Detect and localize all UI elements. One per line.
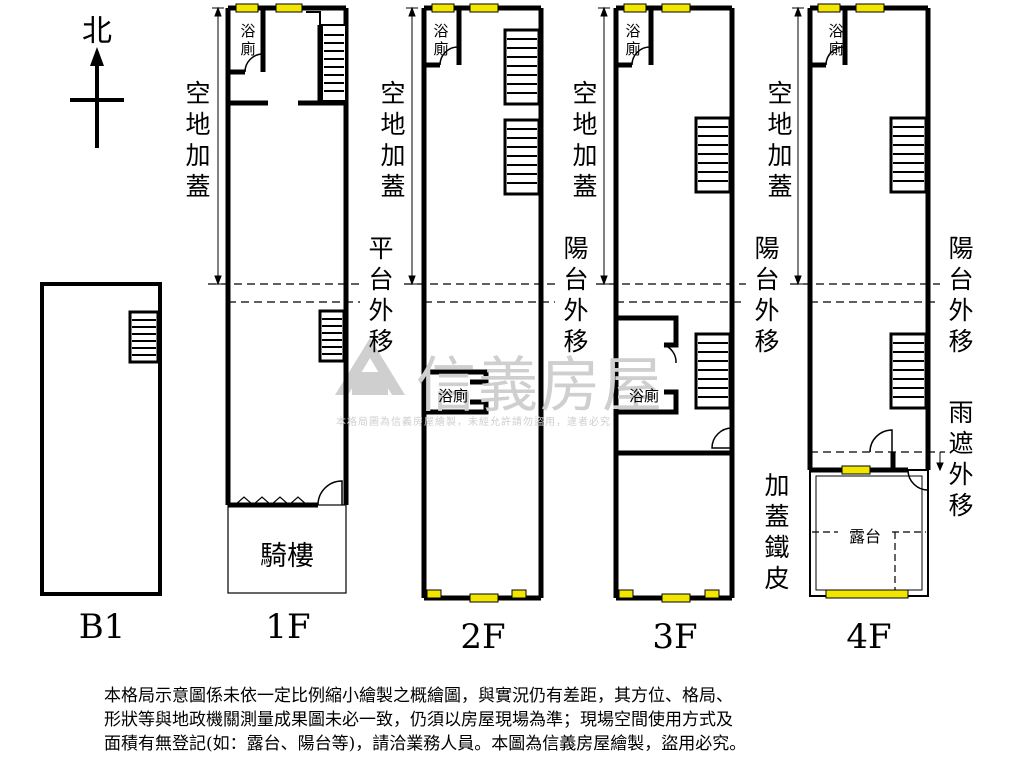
label-4f-terrace: 露台 (840, 523, 890, 547)
label-char: 雨 (948, 398, 974, 427)
label-char: 加 (767, 141, 793, 170)
label-char: 移 (563, 327, 589, 356)
stair-icon (306, 11, 347, 102)
stair-icon (694, 116, 732, 194)
label-char: 加 (185, 141, 211, 170)
label-char: 陽 (948, 234, 974, 263)
label-char: 浴 (240, 22, 256, 40)
label-char: 地 (572, 110, 598, 139)
label-3f-bathroom-middle: 浴廁 (628, 387, 659, 405)
label-char: 鐵 (764, 533, 790, 562)
label-char: 加 (764, 471, 790, 500)
label-char: 皮 (764, 564, 790, 593)
label-1f-empty-lot-addition: 空地加蓋 (183, 78, 213, 202)
stair-icon (318, 309, 346, 363)
stair-icon (503, 28, 541, 106)
label-char: 蓋 (380, 172, 406, 201)
label-char: 浴 (433, 22, 449, 40)
label-char: 蓋 (185, 172, 211, 201)
stair-icon (128, 310, 160, 364)
floor-3f-plan (596, 3, 746, 603)
label-char: 陽 (563, 234, 589, 263)
watermark-notice: 本格局圖為信義房屋繪製，未經允許請勿盜用，違者必究 (336, 417, 611, 428)
stair-icon (503, 118, 541, 196)
window-icon (235, 3, 303, 13)
label-char: 空 (185, 79, 211, 108)
label-char: 地 (767, 110, 793, 139)
label-char: 台 (563, 265, 589, 294)
stair-icon (889, 332, 928, 410)
watermark-logo-icon (335, 338, 405, 395)
label-char: 台 (948, 265, 974, 294)
label-3f-bathroom-rear: 浴廁 (622, 22, 644, 58)
label-char: 加 (380, 141, 406, 170)
label-char: 移 (948, 491, 974, 520)
floor-4f-plan (790, 3, 945, 599)
floor-b1-plan (40, 282, 162, 596)
label-char: 浴 (625, 22, 641, 40)
label-char: 遮 (948, 429, 974, 458)
floor-label-b1: B1 (78, 607, 126, 647)
disclaimer-line: 本格局示意圖係未依一定比例縮小繪製之概繪圖，與實況仍有差距，其方位、格局、 (104, 686, 733, 706)
window-icon (426, 3, 527, 603)
disclaimer-line: 面積有無登記(如：露台、陽台等)，請洽業務人員。本圖為信義房屋繪製，盜用必究。 (104, 734, 747, 754)
label-char: 台 (754, 265, 780, 294)
label-char: 陽 (754, 234, 780, 263)
stair-icon (889, 116, 928, 194)
label-char: 移 (754, 327, 780, 356)
label-char: 廁 (828, 40, 844, 58)
label-char: 地 (380, 110, 406, 139)
label-4f-empty-lot-addition: 空地加蓋 (765, 78, 795, 202)
label-char: 外 (754, 296, 780, 325)
label-char: 平 (368, 234, 394, 263)
floor-2f-plan (404, 3, 555, 603)
label-char: 蓋 (764, 502, 790, 531)
label-2f-bathroom-rear: 浴廁 (430, 22, 452, 58)
label-3f-balcony-moved-out: 陽台外移 (752, 233, 782, 357)
label-char: 加 (572, 141, 598, 170)
label-1f-bathroom: 浴廁 (237, 22, 259, 58)
label-char: 空 (572, 79, 598, 108)
label-4f-iron-sheet-addition: 加蓋鐵皮 (762, 470, 792, 594)
floor-label-4f: 4F (846, 617, 892, 657)
north-arrow-icon (70, 47, 124, 148)
floor-label-2f: 2F (460, 617, 506, 657)
disclaimer-line: 形狀等與地政機關測量成果圖未必一致，仍須以房屋現場為準；現場空間使用方式及 (104, 710, 733, 730)
label-1f-platform-moved-out: 平台外移 (366, 233, 396, 357)
label-char: 蓋 (767, 172, 793, 201)
floor-label-1f: 1F (265, 607, 311, 647)
window-icon (618, 3, 720, 603)
floor-label-3f: 3F (652, 617, 698, 657)
label-char: 廁 (433, 40, 449, 58)
disclaimer-note: 本格局示意圖係未依一定比例縮小繪製之概繪圖，與實況仍有差距，其方位、格局、 形狀… (104, 684, 924, 756)
label-char: 台 (368, 265, 394, 294)
label-char: 空 (767, 79, 793, 108)
label-char: 移 (948, 327, 974, 356)
label-char: 浴 (828, 22, 844, 40)
label-4f-awning-moved-out: 雨遮外移 (946, 397, 976, 521)
label-char: 外 (948, 460, 974, 489)
label-4f-balcony-moved-out: 陽台外移 (946, 233, 976, 357)
north-label: 北 (82, 14, 112, 49)
label-3f-empty-lot-addition: 空地加蓋 (570, 78, 600, 202)
label-char: 移 (368, 327, 394, 356)
label-1f-arcade: 騎樓 (260, 541, 314, 572)
stair-icon (694, 332, 732, 410)
label-char: 外 (563, 296, 589, 325)
label-4f-bathroom-rear: 浴廁 (825, 22, 847, 58)
window-icon (817, 3, 909, 599)
watermark-brand: 信義房屋 (416, 351, 664, 421)
floor-1f-plan (208, 3, 360, 594)
label-char: 廁 (240, 40, 256, 58)
label-2f-bathroom-middle: 浴廁 (437, 387, 468, 405)
label-char: 地 (185, 110, 211, 139)
label-2f-empty-lot-addition: 空地加蓋 (378, 78, 408, 202)
label-2f-balcony-moved-out: 陽台外移 (561, 233, 591, 357)
label-char: 外 (948, 296, 974, 325)
label-char: 廁 (625, 40, 641, 58)
label-char: 外 (368, 296, 394, 325)
label-char: 蓋 (572, 172, 598, 201)
label-char: 空 (380, 79, 406, 108)
